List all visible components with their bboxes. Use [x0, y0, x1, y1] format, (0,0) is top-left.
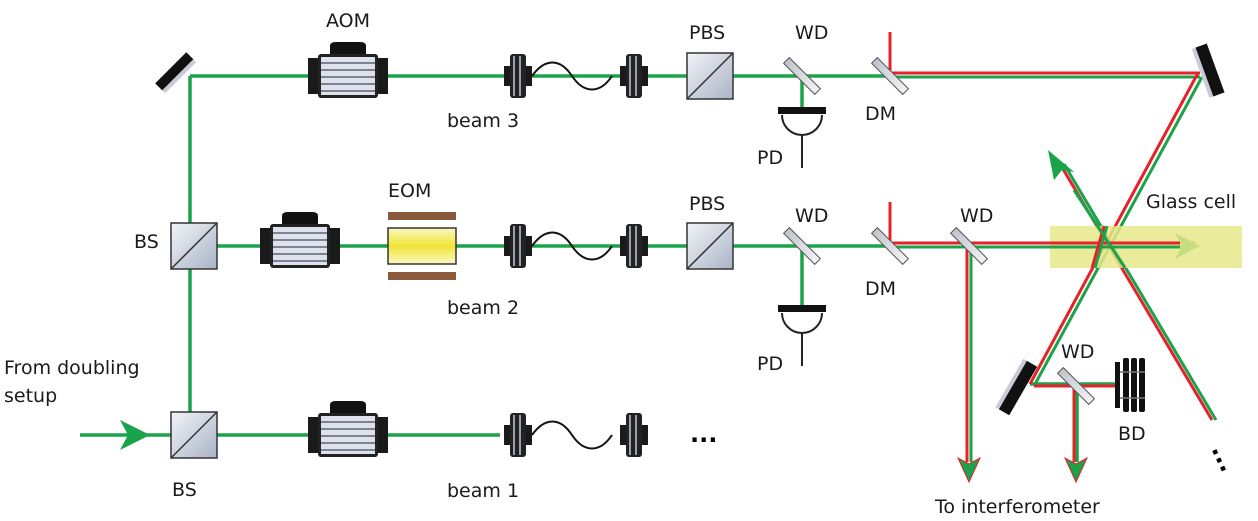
label-dm-top: DM: [865, 103, 896, 125]
dm-top-icon: [870, 56, 910, 96]
pbs-top-icon: [686, 52, 734, 100]
ellipsis-horizontal: ...: [690, 420, 717, 448]
coupler-top-out-icon: [619, 53, 649, 99]
label-wd-bottom: WD: [1061, 341, 1094, 363]
beam-dump-icon: [1115, 358, 1145, 412]
label-beam2: beam 2: [447, 297, 519, 319]
wd-mid2-icon: [949, 226, 989, 266]
bs-mid-icon: [170, 222, 218, 270]
ellipsis-diagonal: ...: [1206, 440, 1243, 477]
label-wd-top: WD: [795, 22, 828, 44]
wd-bottom-icon: [1056, 366, 1096, 406]
aom-mid-icon: [259, 211, 341, 269]
mirror-bottom-left: [995, 358, 1038, 416]
aom-top-icon: [307, 41, 389, 99]
coupler-mid-out-icon: [619, 223, 649, 269]
label-eom: EOM: [388, 180, 431, 202]
bs-bottom-icon: [170, 411, 218, 459]
wd-top-icon: [782, 56, 822, 96]
pbs-mid-icon: [686, 222, 734, 270]
label-wd-mid2: WD: [960, 205, 993, 227]
beams-over-cell: [1050, 189, 1180, 269]
label-pbs-mid: PBS: [689, 193, 725, 215]
label-pbs-top: PBS: [689, 22, 725, 44]
coupler-top-in-icon: [503, 53, 533, 99]
label-bs-bottom: BS: [172, 479, 197, 501]
pd-mid-icon: [777, 304, 827, 367]
label-glass-cell: Glass cell: [1146, 191, 1236, 213]
label-to-interferometer: To interferometer: [934, 496, 1100, 518]
label-bs-mid: BS: [134, 231, 159, 253]
label-pd-top: PD: [757, 147, 783, 169]
coupler-bottom-in-icon: [503, 412, 533, 458]
label-bd: BD: [1118, 423, 1146, 445]
mirror-top-right: [1191, 43, 1225, 98]
label-beam3: beam 3: [447, 110, 519, 132]
green-beams: [80, 74, 1115, 462]
mirror-top-left: [155, 52, 197, 94]
label-dm-mid: DM: [865, 278, 896, 300]
fibers: [531, 61, 613, 450]
label-pd-mid: PD: [757, 353, 783, 375]
eom-icon: [387, 212, 457, 280]
coupler-bottom-out-icon: [619, 412, 649, 458]
label-beam1: beam 1: [447, 480, 519, 502]
label-aom: AOM: [326, 10, 370, 32]
wd-mid-icon: [782, 226, 822, 266]
aom-bottom-icon: [307, 400, 389, 458]
dm-mid-icon: [870, 226, 910, 266]
label-from-line2: setup: [4, 385, 57, 407]
arrowheads: [120, 150, 1200, 484]
coupler-mid-in-icon: [503, 223, 533, 269]
label-from-line1: From doubling: [4, 357, 140, 379]
pd-top-icon: [777, 106, 827, 169]
label-wd-mid: WD: [795, 205, 828, 227]
